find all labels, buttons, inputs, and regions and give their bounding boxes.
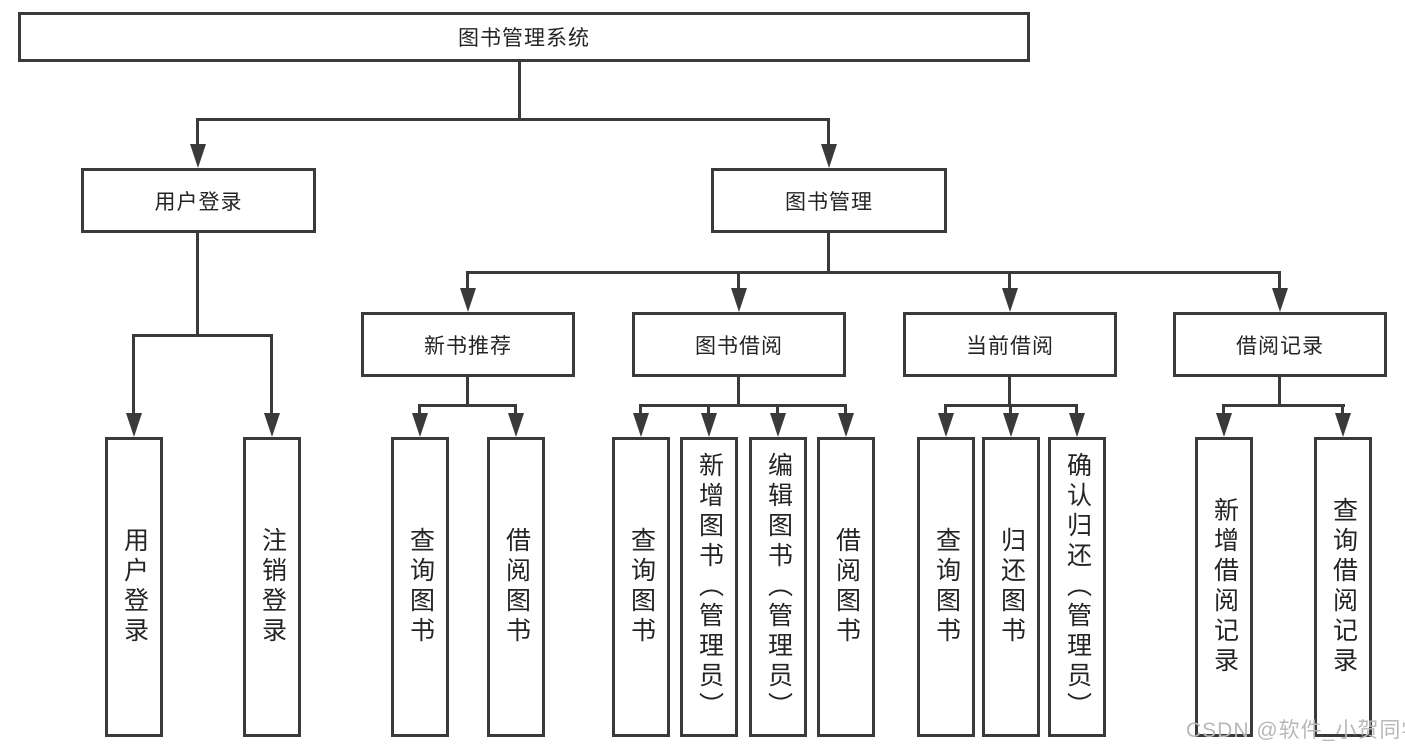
arrowhead-icon	[821, 144, 837, 168]
connector-group-drop	[1008, 271, 1011, 290]
arrowhead-icon	[1216, 413, 1232, 437]
connector-root-stem	[518, 62, 521, 121]
node-label: 图书管理系统	[458, 27, 590, 50]
leaf-query-books: 查询图书	[612, 437, 670, 737]
leaf-label: 新增借阅记录	[1210, 497, 1239, 677]
connector-group-drop	[1278, 271, 1281, 290]
arrowhead-icon	[770, 413, 786, 437]
connector-group-drop	[466, 271, 469, 290]
connector-leaf-drop	[1222, 404, 1225, 415]
leaf-confirm-return-admin: 确认归还（管理员）	[1048, 437, 1106, 737]
connector-group-drop	[737, 271, 740, 290]
arrowhead-icon	[633, 413, 649, 437]
node-borrowing-records: 借阅记录	[1173, 312, 1387, 377]
connector-group-stem	[737, 377, 740, 407]
leaf-query-books: 查询图书	[917, 437, 975, 737]
connector-leaf-drop	[1009, 404, 1012, 415]
leaf-label: 查询图书	[932, 527, 961, 647]
connector-user-login-drop	[196, 118, 199, 146]
leaf-query-books: 查询图书	[391, 437, 449, 737]
leaf-return-books: 归还图书	[982, 437, 1040, 737]
connector-leaf-drop	[514, 404, 517, 415]
connector-user-login-stem	[196, 233, 199, 337]
arrowhead-icon	[508, 413, 524, 437]
leaf-label: 确认归还（管理员）	[1063, 452, 1092, 722]
leaf-add-borrow-record: 新增借阅记录	[1195, 437, 1253, 737]
leaf-label: 查询图书	[406, 527, 435, 647]
connector-leaf-drop	[1075, 404, 1078, 415]
arrowhead-icon	[701, 413, 717, 437]
connector-leaf-drop	[418, 404, 421, 415]
leaf-borrow-books: 借阅图书	[487, 437, 545, 737]
leaf-label: 注销登录	[258, 527, 287, 647]
leaf-label: 用户登录	[120, 527, 149, 647]
connector-leaf-drop	[1341, 404, 1344, 415]
connector-leaf-drop	[639, 404, 642, 415]
leaf-label: 新增图书（管理员）	[695, 452, 724, 722]
connector-leaf-drop	[844, 404, 847, 415]
csdn-watermark: CSDN @软件_小贺同学	[1186, 719, 1405, 742]
arrowhead-icon	[838, 413, 854, 437]
leaf-label: 借阅图书	[502, 527, 531, 647]
arrowhead-icon	[1002, 288, 1018, 312]
connector-book-management-stem	[827, 233, 830, 274]
node-new-book-recommendation: 新书推荐	[361, 312, 575, 377]
connector-group-stem	[466, 377, 469, 407]
arrowhead-icon	[1335, 413, 1351, 437]
arrowhead-icon	[938, 413, 954, 437]
arrowhead-icon	[460, 288, 476, 312]
node-user-login: 用户登录	[81, 168, 316, 233]
connector-leaf-drop	[944, 404, 947, 415]
arrowhead-icon	[731, 288, 747, 312]
arrowhead-icon	[1069, 413, 1085, 437]
leaf-label: 借阅图书	[832, 527, 861, 647]
leaf-edit-books-admin: 编辑图书（管理员）	[749, 437, 807, 737]
arrowhead-icon	[264, 413, 280, 437]
connector-leaf-drop	[270, 334, 273, 415]
connector-root-rail	[196, 118, 830, 121]
node-label: 借阅记录	[1236, 334, 1324, 358]
leaf-add-books-admin: 新增图书（管理员）	[680, 437, 738, 737]
node-book-management: 图书管理	[711, 168, 947, 233]
connector-level3-rail	[466, 271, 1281, 274]
leaf-borrow-books: 借阅图书	[817, 437, 875, 737]
node-book-borrowing: 图书借阅	[632, 312, 846, 377]
leaf-label: 归还图书	[997, 527, 1026, 647]
connector-group-rail	[639, 404, 847, 407]
connector-leaf-drop	[707, 404, 710, 415]
connector-user-login-rail	[132, 334, 273, 337]
arrowhead-icon	[412, 413, 428, 437]
arrowhead-icon	[190, 144, 206, 168]
connector-group-rail	[418, 404, 517, 407]
leaf-query-borrow-record: 查询借阅记录	[1314, 437, 1372, 737]
connector-book-management-drop	[827, 118, 830, 146]
leaf-logout: 注销登录	[243, 437, 301, 737]
node-label: 用户登录	[154, 190, 243, 214]
leaf-user-login: 用户登录	[105, 437, 163, 737]
leaf-label: 查询图书	[627, 527, 656, 647]
arrowhead-icon	[1003, 413, 1019, 437]
leaf-label: 查询借阅记录	[1329, 497, 1358, 677]
arrowhead-icon	[1272, 288, 1288, 312]
connector-leaf-drop	[132, 334, 135, 415]
connector-group-stem	[1278, 377, 1281, 407]
connector-group-rail	[1222, 404, 1345, 407]
arrowhead-icon	[126, 413, 142, 437]
node-label: 图书管理	[785, 190, 873, 214]
node-label: 当前借阅	[966, 334, 1054, 358]
leaf-label: 编辑图书（管理员）	[764, 452, 793, 722]
node-label: 图书借阅	[695, 334, 783, 358]
node-current-borrowing: 当前借阅	[903, 312, 1117, 377]
connector-group-stem	[1008, 377, 1011, 407]
connector-leaf-drop	[776, 404, 779, 415]
node-library-management-system: 图书管理系统	[18, 12, 1030, 62]
node-label: 新书推荐	[424, 334, 512, 358]
